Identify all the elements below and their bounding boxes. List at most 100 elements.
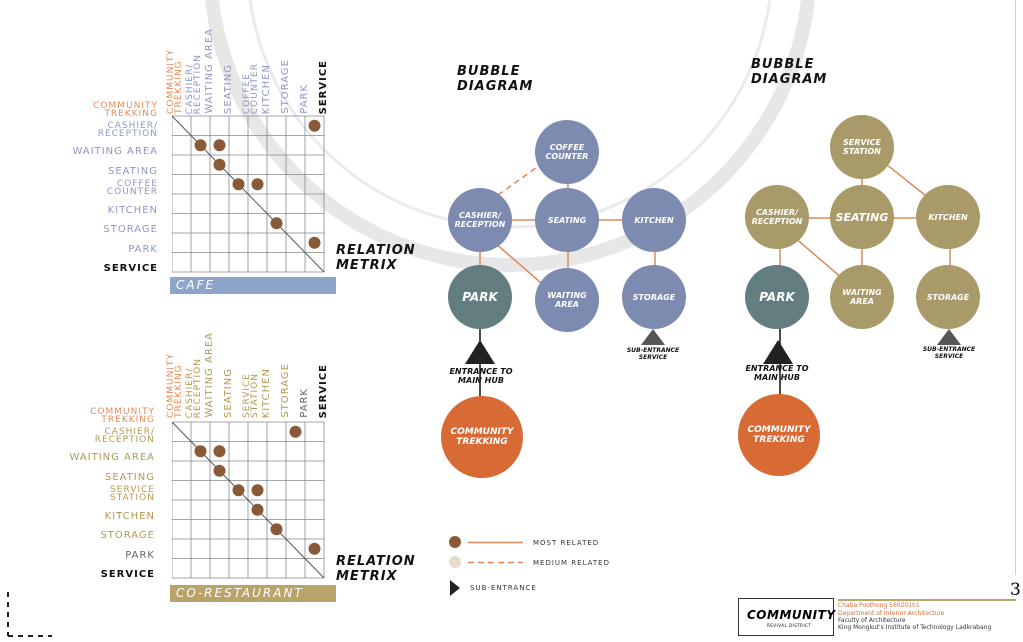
footer-institute: King Mongkut's Institute of Technology L… [838,624,992,631]
bubble-kitchen-right: KITCHEN [916,185,980,249]
matrix-row-label: SEATING [107,165,158,177]
bubble-seating-right: SEATING [830,185,894,249]
matrix-col-label: WAITING AREA [204,332,215,418]
page-number: 3 [1010,580,1021,600]
bubble-storage: STORAGE [622,265,686,329]
legend-most-line-icon [468,541,523,544]
matrix-relation-dot [213,158,226,171]
matrix-row-label: KITCHEN [104,510,155,522]
cafe-tag: CAFE [170,277,336,294]
right-edge-line [1015,0,1016,575]
matrix-row-label: KITCHEN [107,204,158,216]
bubble-service-station: SERVICE STATION [830,115,894,179]
bubble-park: PARK [448,265,512,329]
restaurant-matrix-grid [172,421,325,579]
matrix-row-label: SEATING [104,471,155,483]
legend: MOST RELATED MEDIUM RELATED SUB-ENTRANCE [440,530,660,600]
matrix-relation-dot [251,484,264,497]
legend-medium-label: MEDIUM RELATED [533,559,610,567]
footer-faculty: Faculty of Architecture [838,617,906,624]
matrix-row-label: CASHIER/ RECEPTION [97,120,158,139]
matrix-row-label: PARK [125,549,155,561]
bubble-cashier-reception: CASHIER/ RECEPTION [448,188,512,252]
matrix-col-label: SERVICE [318,363,329,418]
matrix-row-label: COMMUNITY TREKKING [90,407,155,425]
bubble-storage-right: STORAGE [916,265,980,329]
matrix-relation-dot [213,464,226,477]
legend-medium-dot-icon [449,556,461,568]
sub-entrance-label-left: SUB-ENTRANCE SERVICE [626,347,680,361]
matrix-row-label: STORAGE [100,530,155,541]
matrix-relation-dot [308,236,321,249]
matrix-row-label: STORAGE [103,224,158,235]
matrix-relation-dot [270,523,283,536]
footer-department: Department of Interior Architecture [838,610,945,617]
matrix-relation-dot [194,139,207,152]
matrix-row-label: COMMUNITY TREKKING [93,101,158,119]
matrix-relation-dot [270,217,283,230]
matrix-relation-dot [232,178,245,191]
legend-medium-line-icon [468,561,523,564]
footer-logo-sub: REVIVAL DISTRICT [767,623,812,628]
footer-author: Chaba Poothong 56020101 [838,602,920,609]
cafe-matrix-grid [172,115,325,273]
bubble-coffee-counter: COFFEE COUNTER [535,120,599,184]
entrance-triangle-icon [465,340,495,364]
bubble-cashier-reception-right: CASHIER/ RECEPTION [745,185,809,249]
matrix-relation-dot [213,139,226,152]
matrix-row-label: SERVICE [103,263,158,274]
bubble-park-right: PARK [745,265,809,329]
matrix-col-label: KITCHEN [261,367,272,418]
matrix-row-label: SERVICE STATION [110,485,155,503]
matrix-row-label: WAITING AREA [72,146,158,157]
matrix-relation-dot [213,445,226,458]
bubble-seating: SEATING [535,188,599,252]
matrix-col-label: COMMUNITY TREKKING [166,353,184,418]
matrix-col-label: PARK [299,388,310,418]
bubble-diagram-title-right: BUBBLE DIAGRAM [751,57,828,87]
matrix-col-label: SEATING [223,367,234,418]
entrance-triangle-icon-right [763,340,793,364]
cafe-relation-title: RELATION METRIX [336,243,416,273]
matrix-relation-dot [232,484,245,497]
bubble-community-trekking-right: COMMUNITY TREKKING [738,394,820,476]
sub-entrance-label-right: SUB-ENTRANCE SERVICE [922,346,976,360]
entrance-label-left: ENTRANCE TO MAIN HUB [449,367,513,385]
bubble-community-trekking-left: COMMUNITY TREKKING [441,396,523,478]
matrix-col-label: CASHIER/ RECEPTION [185,357,203,418]
matrix-col-label: SERVICE STATION [242,373,260,418]
matrix-relation-dot [308,542,321,555]
bubble-waiting-area-right: WAITING AREA [830,265,894,329]
restaurant-tag: CO-RESTAURANT [170,585,336,602]
legend-most-label: MOST RELATED [533,539,600,547]
matrix-row-label: PARK [128,243,158,255]
entrance-label-right: ENTRANCE TO MAIN HUB [745,364,809,382]
matrix-col-label: STORAGE [280,363,291,418]
restaurant-relation-title: RELATION METRIX [336,554,416,584]
matrix-row-label: SERVICE [100,569,155,580]
crop-mark-icon [7,592,52,637]
footer-logo-main: COMMUNITY [747,608,836,622]
footer-rule [838,599,1016,601]
bubble-waiting-area: WAITING AREA [535,268,599,332]
matrix-relation-dot [251,178,264,191]
sub-entrance-triangle-icon-right [937,329,961,345]
footer-logo: COMMUNITY REVIVAL DISTRICT [738,598,836,636]
matrix-relation-dot [194,445,207,458]
legend-sub-entrance-label: SUB-ENTRANCE [470,584,537,592]
legend-most-dot-icon [449,536,461,548]
matrix-row-label: CASHIER/ RECEPTION [94,426,155,445]
matrix-relation-dot [289,425,302,438]
matrix-row-label: WAITING AREA [69,452,155,463]
matrix-relation-dot [308,119,321,132]
matrix-relation-dot [251,503,264,516]
sub-entrance-triangle-icon [641,329,665,345]
legend-sub-entrance-icon [450,580,460,596]
matrix-row-label: COFFEE COUNTER [106,179,158,197]
bubble-kitchen: KITCHEN [622,188,686,252]
